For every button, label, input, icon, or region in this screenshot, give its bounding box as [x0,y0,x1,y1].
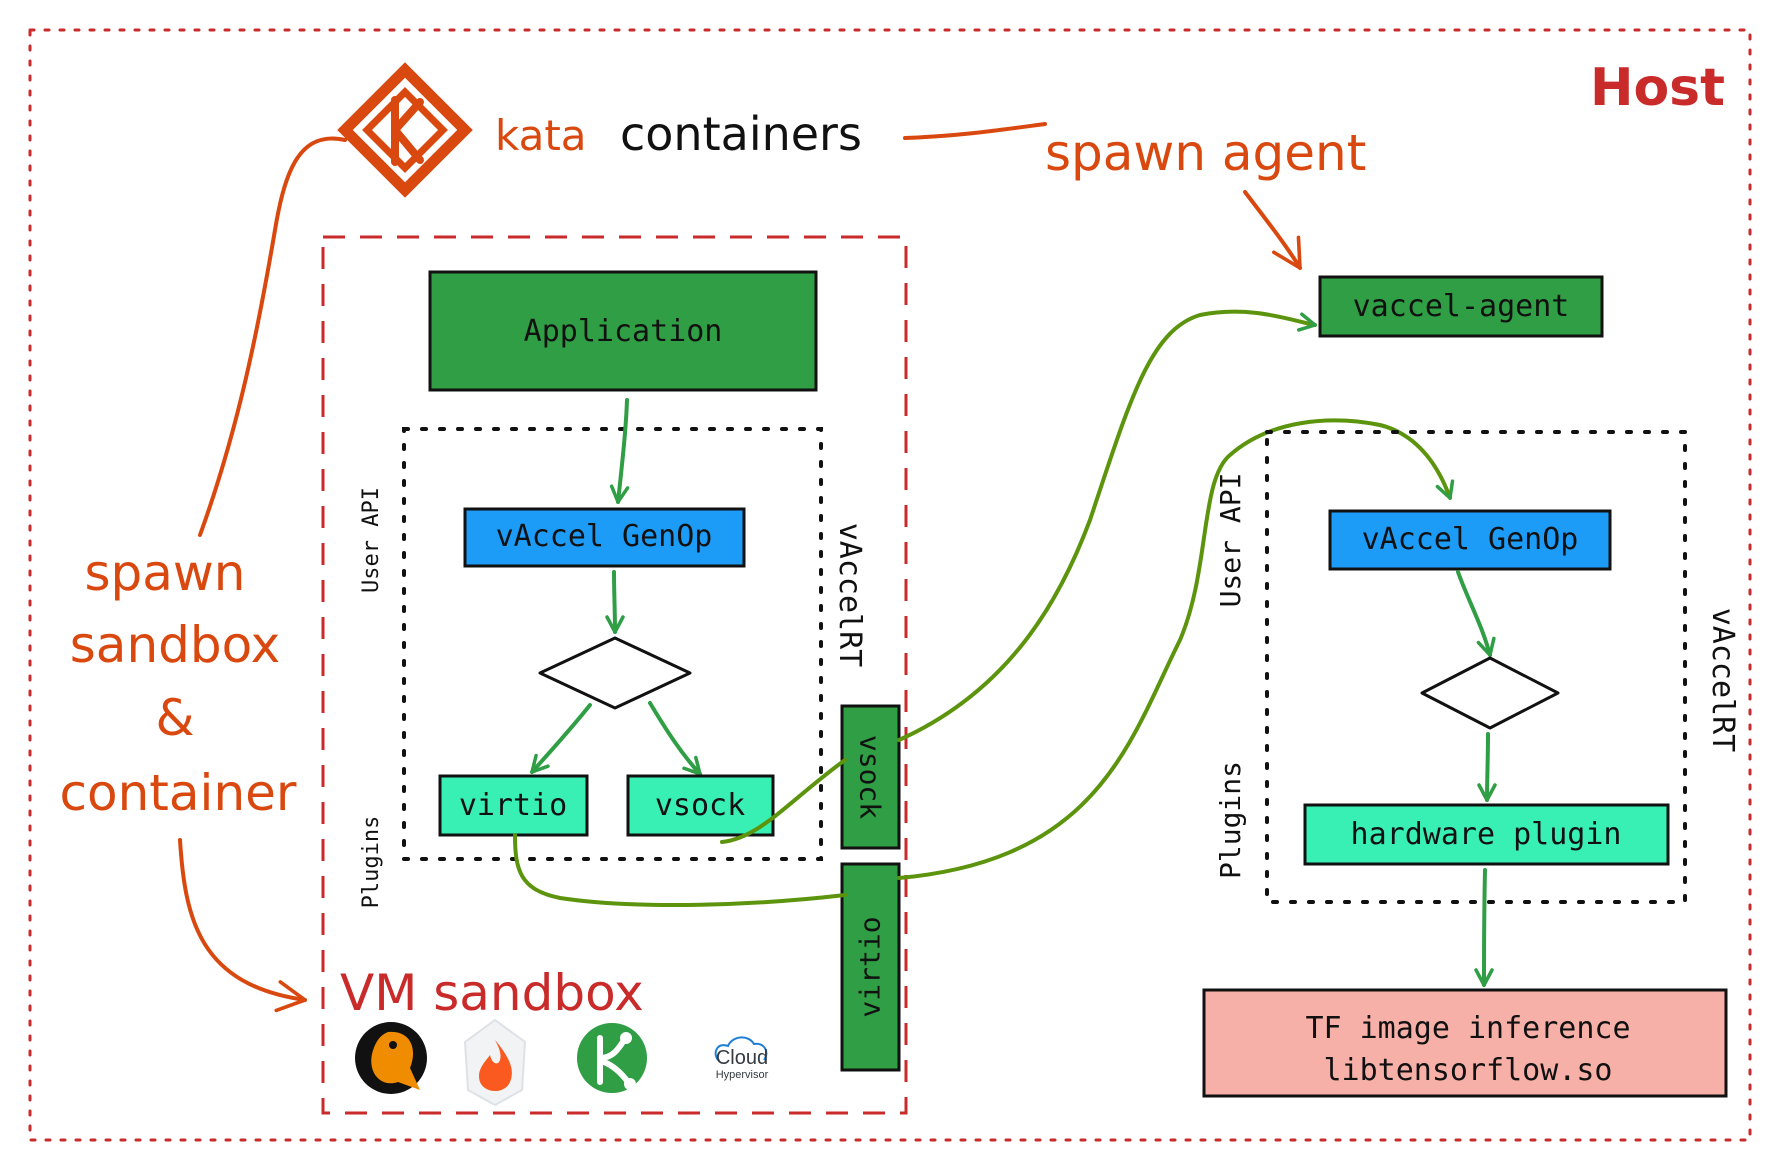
kata-logo-icon [337,62,473,198]
vsock-transport-box [840,704,901,850]
diamond-to-virtio-arrow [530,703,592,774]
host-label: Host [1590,58,1725,118]
virtio-transport-label: virtio [854,916,887,1017]
kata-word: kata [495,111,587,160]
vm-genop-box [463,507,746,568]
host-plugins-label: Plugins [1214,761,1247,879]
application-box [428,270,818,392]
host-user-api-label: User API [1214,473,1247,608]
spawn-note-line4: container [60,764,297,822]
acrn-logo-icon [577,1023,647,1093]
vsock-plugin-to-transport-link [720,758,847,844]
vm-vaccelrt-label: vAccelRT [832,523,867,668]
vm-plugins-label: Plugins [359,816,384,909]
vsock-to-agent-arrow [897,309,1317,742]
cloud-hypervisor-logo-icon: Cloud Hypervisor [714,1036,769,1081]
genop-to-decision-arrow [605,570,625,634]
spawn-note-line2: sandbox [70,616,281,674]
host-genop-label: vAccel GenOp [1362,522,1579,557]
tf-inference-line2: libtensorflow.so [1324,1053,1613,1088]
hardware-plugin-label: hardware plugin [1351,817,1622,852]
vsock-transport-label: vsock [854,735,887,819]
spawn-agent-arrow [1243,190,1302,270]
vm-genop-label: vAccel GenOp [496,519,713,554]
host-boundary [28,28,1752,1142]
cloud-logo-text: Cloud [716,1047,768,1069]
vm-sandbox-title: VM sandbox [340,964,644,1022]
virtio-transport-box [840,862,901,1072]
vm-virtio-plugin-label: virtio [459,788,567,823]
decision-to-hardware-arrow [1477,732,1497,802]
tf-inference-line1: TF image inference [1305,1011,1630,1046]
host-genop-to-decision-arrow [1456,570,1496,657]
spawn-note-line1: spawn [84,544,245,602]
vaccel-agent-label: vaccel-agent [1353,289,1570,324]
vm-vsock-plugin-box [626,774,775,837]
kata-to-spawn-sandbox-curve [198,136,347,537]
tf-inference-box [1202,988,1728,1098]
vaccel-agent-box [1318,275,1604,338]
diamond-to-vsock-arrow [648,701,702,776]
spawn-note-line3: & [156,689,195,747]
containers-word: containers [620,107,862,161]
kata-to-agent-line [903,122,1047,140]
hypervisor-logo-text: Hypervisor [716,1069,769,1081]
application-label: Application [524,314,723,349]
hardware-plugin-box [1303,803,1670,866]
spawn-to-vm-arrow [178,838,307,1013]
qemu-logo-icon [355,1022,427,1094]
host-vaccelrt-label: vAccelRT [1705,608,1740,753]
host-genop-box [1328,509,1612,571]
vm-vaccelrt-boundary [402,427,823,861]
virtio-to-host-genop-arrow [897,418,1455,880]
host-dispatch-diamond [1420,656,1560,730]
virtio-plugin-to-transport-link [513,833,847,908]
vm-vsock-plugin-label: vsock [655,788,745,823]
vm-user-api-label: User API [359,487,384,593]
host-vaccelrt-boundary [1265,430,1687,904]
vm-dispatch-diamond [538,636,692,710]
spawn-agent-note: spawn agent [1045,124,1366,182]
firecracker-logo-icon [463,1018,527,1107]
vm-sandbox-boundary [321,235,908,1115]
hardware-to-inference-arrow [1474,868,1494,987]
app-to-genop-arrow [609,398,630,504]
